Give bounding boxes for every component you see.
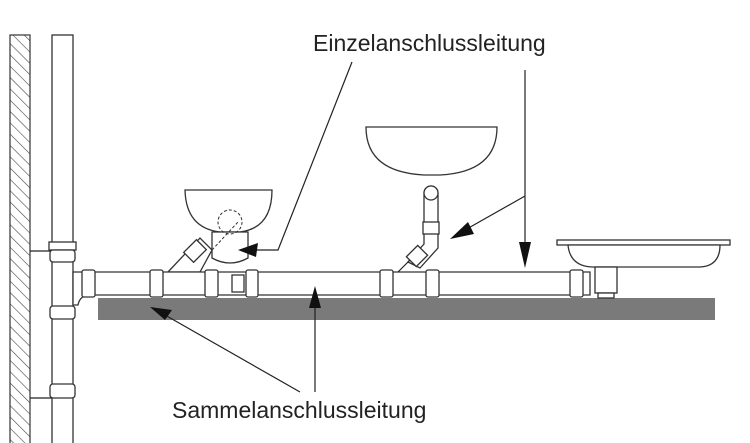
label-single-connection-pipe: Einzelanschlussleitung bbox=[313, 30, 546, 56]
label-collective-connection-pipe: Sammelanschlussleitung bbox=[172, 397, 427, 423]
leader-lines bbox=[150, 61, 531, 393]
collecting-pipe bbox=[72, 269, 591, 306]
toilet bbox=[166, 189, 273, 273]
floor-slab bbox=[98, 298, 715, 320]
wall bbox=[9, 34, 31, 443]
stack-pipe bbox=[30, 34, 77, 443]
wash-basin bbox=[365, 126, 498, 273]
bathtub bbox=[556, 239, 731, 299]
